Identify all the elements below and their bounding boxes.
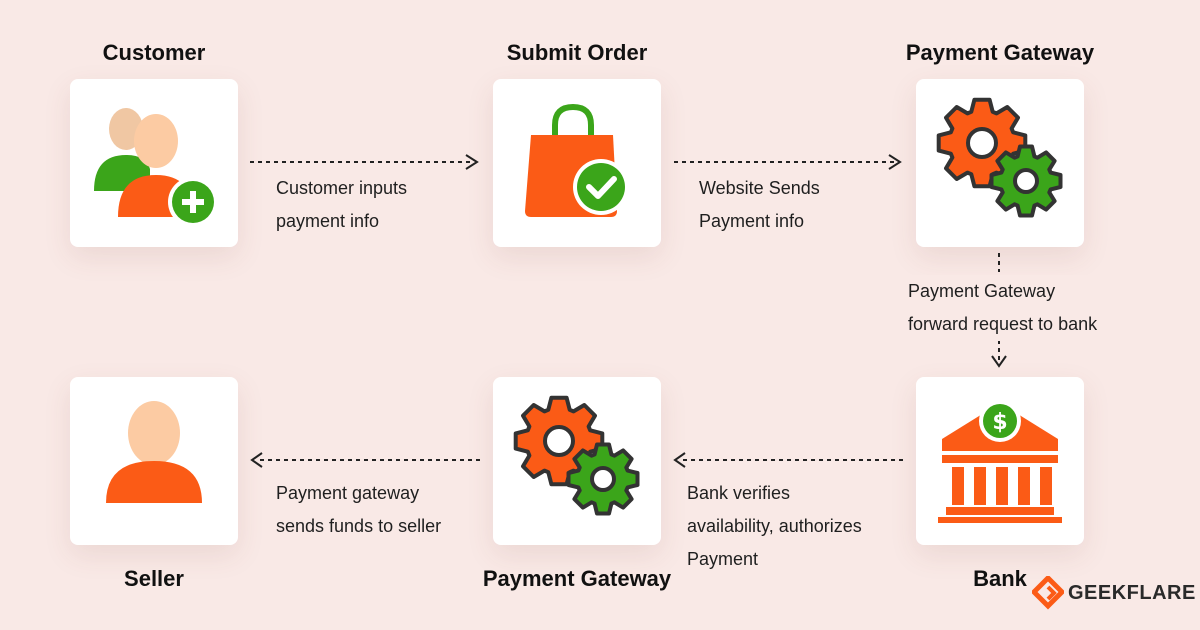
edge-label-gateway-to-bank: Payment Gateway forward request to bank xyxy=(908,275,1098,341)
edge-label-line: sends funds to seller xyxy=(276,516,442,536)
node-title-customer: Customer xyxy=(102,40,206,65)
edge-label-line: forward request to bank xyxy=(908,308,1098,341)
svg-text:$: $ xyxy=(992,410,1007,435)
gears-icon xyxy=(936,97,1063,218)
gears-icon xyxy=(513,395,640,516)
edge-label-line: Website Sends xyxy=(699,178,820,198)
arrowhead-order-to-gateway xyxy=(888,154,902,170)
node-title-seller: Seller xyxy=(124,566,184,591)
edge-label-customer-to-order: Customer inputs payment info xyxy=(276,172,407,238)
edge-label-line: payment info xyxy=(276,211,380,231)
customer-card xyxy=(70,79,238,247)
edge-label-line: Payment info xyxy=(699,211,805,231)
node-title-payment-gateway-bottom: Payment Gateway xyxy=(482,566,672,591)
bank-dollar-icon: $ xyxy=(938,400,1062,523)
person-icon xyxy=(106,401,202,503)
edge-label-bank-to-gateway: Bank verifies availability, authorizes P… xyxy=(687,477,862,576)
payment-gateway-bottom-card xyxy=(493,377,661,545)
node-title-submit-order: Submit Order xyxy=(506,40,648,65)
edge-label-order-to-gateway: Website Sends Payment info xyxy=(699,172,820,238)
bank-card: $ xyxy=(916,377,1084,545)
edge-label-line: availability, authorizes xyxy=(687,516,862,536)
submit-order-card xyxy=(493,79,661,247)
edge-label-line: Payment Gateway xyxy=(908,275,1098,308)
edge-label-line: Payment xyxy=(687,549,759,569)
node-title-payment-gateway-top: Payment Gateway xyxy=(905,40,1095,65)
arrowhead-gateway-to-bank xyxy=(991,355,1007,368)
customer-add-icon xyxy=(94,108,218,227)
edge-label-gateway-to-seller: Payment gateway sends funds to seller xyxy=(276,477,441,543)
payment-gateway-top-card xyxy=(916,79,1084,247)
arrowhead-gateway-to-seller xyxy=(250,452,263,468)
edge-label-line: Customer inputs xyxy=(276,178,408,198)
edge-label-line: Payment gateway xyxy=(276,483,420,503)
edge-label-line: Bank verifies xyxy=(687,483,791,503)
geekflare-logo-icon xyxy=(1032,576,1064,610)
brand-name: GEEKFLARE xyxy=(1068,582,1196,604)
node-title-bank: Bank xyxy=(973,566,1027,591)
arrowhead-customer-to-order xyxy=(465,154,479,170)
seller-card xyxy=(70,377,238,545)
arrowhead-bank-to-gateway xyxy=(673,452,686,468)
shopping-bag-check-icon xyxy=(525,103,629,217)
